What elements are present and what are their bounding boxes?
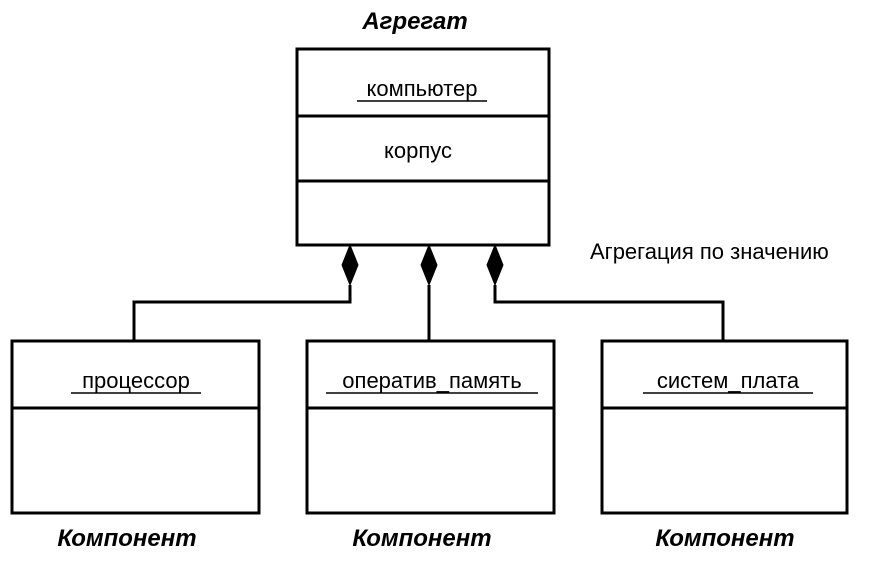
component-name: процессор — [82, 368, 190, 393]
component-stereotype: Компонент — [352, 525, 491, 552]
aggregate-stereotype: Агрегат — [361, 8, 467, 35]
component-stereotype: Компонент — [655, 525, 794, 552]
relation-label: Агрегация по значению — [590, 239, 829, 264]
component-box — [305, 339, 556, 515]
component-class-memory[interactable]: оператив_память — [305, 339, 556, 515]
component-box — [10, 339, 261, 515]
composition-diamond-1 — [341, 243, 359, 287]
component-class-motherboard[interactable]: систем_плата — [600, 339, 849, 515]
component-stereotype: Компонент — [57, 525, 196, 552]
aggregate-attribute: корпус — [384, 138, 452, 163]
component-name: систем_плата — [657, 368, 800, 393]
aggregate-class[interactable]: компьютер корпус — [295, 47, 551, 247]
aggregate-box — [295, 47, 551, 247]
component-box — [600, 339, 849, 515]
aggregate-name: компьютер — [367, 76, 478, 101]
component-name: оператив_память — [342, 368, 521, 393]
component-class-processor[interactable]: процессор — [10, 339, 261, 515]
connector-processor — [132, 285, 352, 341]
composition-diamond-2 — [420, 243, 438, 287]
composition-diamond-3 — [486, 243, 504, 287]
connector-motherboard — [493, 285, 725, 341]
